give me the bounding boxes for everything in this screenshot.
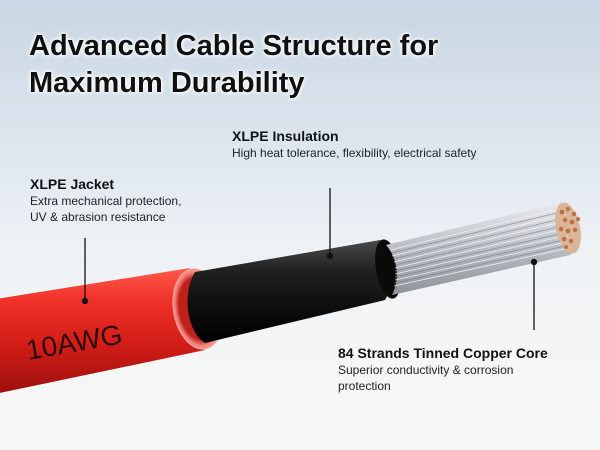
title-line-2: Maximum Durability <box>29 67 305 99</box>
page-title: Advanced Cable Structure for Maximum Dur… <box>29 28 589 102</box>
copper-core-strands <box>386 202 581 295</box>
core-heading: 84 Strands Tinned Copper Core <box>338 345 548 361</box>
jacket-description-line-2: UV & abrasion resistance <box>30 210 166 224</box>
insulation-segment <box>187 239 401 343</box>
jacket-callout: XLPE Jacket Extra mechanical protection,… <box>30 175 240 225</box>
core-description-line-2: protection <box>338 379 391 393</box>
insulation-callout: XLPE Insulation High heat tolerance, fle… <box>232 127 562 161</box>
jacket-description-line-1: Extra mechanical protection, <box>30 194 182 208</box>
jacket-heading: XLPE Jacket <box>30 176 115 192</box>
pointer-lines <box>84 188 535 330</box>
insulation-description: High heat tolerance, flexibility, electr… <box>232 146 477 160</box>
title-line-1: Advanced Cable Structure for <box>29 30 439 62</box>
pointer-dots <box>81 252 538 305</box>
core-callout: 84 Strands Tinned Copper Core Superior c… <box>338 344 588 394</box>
insulation-heading: XLPE Insulation <box>232 128 339 144</box>
core-description-line-1: Superior conductivity & corrosion <box>338 363 514 377</box>
core-pointer-dot <box>530 258 538 266</box>
insulation-pointer-dot <box>326 252 334 260</box>
jacket-pointer-dot <box>81 297 89 305</box>
